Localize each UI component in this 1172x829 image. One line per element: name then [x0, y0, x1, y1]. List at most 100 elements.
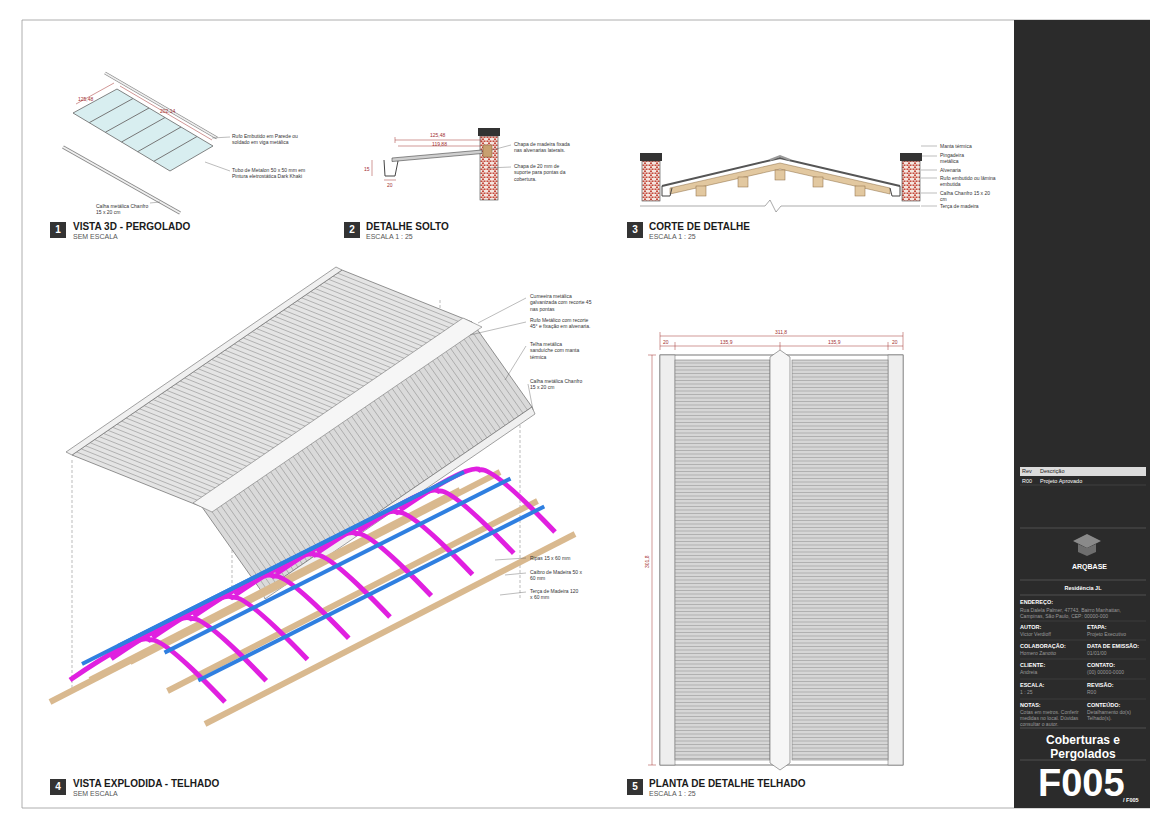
- roof-rib: [243, 479, 303, 564]
- field-value: 01/01/00: [1087, 650, 1145, 656]
- plan-rib: [675, 485, 770, 486]
- roof-rib: [292, 445, 352, 530]
- plan-rib: [792, 405, 888, 406]
- plan-rib: [675, 415, 770, 416]
- plan-rib: [675, 748, 770, 749]
- plan-rib: [675, 646, 770, 647]
- view-title: CORTE DE DETALHE: [649, 221, 750, 232]
- revision-cell: Projeto Aprovado: [1040, 478, 1082, 484]
- roof-rib: [252, 473, 312, 558]
- ripa-purlin: [118, 472, 464, 646]
- plan-rib: [792, 412, 888, 413]
- plan-rib: [792, 408, 888, 409]
- plan-rib: [675, 517, 770, 518]
- plan-rib: [675, 562, 770, 563]
- plan-rib: [792, 643, 888, 644]
- plan-rib: [675, 461, 770, 462]
- roof-rib: [234, 485, 294, 570]
- plan-rib: [675, 643, 770, 644]
- plan-rib: [792, 503, 888, 504]
- caibro-rafter: [70, 639, 225, 702]
- view-title: VISTA EXPLODIDA - TELHADO: [73, 778, 219, 789]
- dimension-text: 20: [387, 182, 393, 188]
- plan-rib: [675, 552, 770, 553]
- roof-rib: [77, 452, 207, 504]
- field-value: Projeto Executivo: [1087, 631, 1145, 637]
- plan-rib: [792, 566, 888, 567]
- view-number: 3: [627, 222, 643, 238]
- roof-rib: [329, 279, 459, 331]
- field-label: COLABORAÇÃO:: [1020, 643, 1066, 649]
- roof-rib: [441, 344, 501, 429]
- plan-rib: [675, 380, 770, 381]
- plan-rib: [792, 373, 888, 374]
- roof-rib: [221, 353, 351, 405]
- roof-rib: [279, 313, 409, 365]
- roof-rib: [463, 328, 523, 413]
- field-label: CLIENTE:: [1020, 662, 1045, 668]
- plan-rib: [675, 436, 770, 437]
- view-scale: SEM ESCALA: [73, 233, 118, 240]
- plan-rib: [792, 555, 888, 556]
- callout-note: Caibro de Madeira 50 x 60 mm: [530, 569, 582, 582]
- plan-rib: [792, 618, 888, 619]
- logo-text: ARQBASE: [1072, 563, 1107, 570]
- plan-rib: [675, 678, 770, 679]
- plan-rib: [675, 681, 770, 682]
- roof-rib: [225, 350, 355, 402]
- plan-rib: [792, 720, 888, 721]
- plan-rib: [675, 566, 770, 567]
- dimension-text: 20: [892, 339, 898, 345]
- callout-note: Terça de Madeira 120 x 60 mm: [530, 588, 582, 601]
- roof-rib: [306, 295, 436, 347]
- roof-rib: [373, 390, 433, 475]
- plan-rib: [792, 611, 888, 612]
- field-value: (00) 00000-0000: [1087, 669, 1145, 675]
- plan-rib: [675, 443, 770, 444]
- plan-rib: [792, 394, 888, 395]
- plan-rib: [792, 695, 888, 696]
- plan-rib: [792, 461, 888, 462]
- callout-note: Tubo de Metalon 50 x 50 mm em Pintura el…: [232, 167, 316, 180]
- terca-beam: [205, 534, 575, 724]
- roof-rib: [176, 384, 306, 436]
- plan-rib: [675, 534, 770, 535]
- plan-rib: [792, 734, 888, 735]
- roof-rib: [225, 492, 285, 577]
- plan-rib: [792, 534, 888, 535]
- field-value: Detalhamento do(s) Telhado(s).: [1087, 709, 1145, 721]
- plan-rib: [675, 464, 770, 465]
- roof-rib: [414, 362, 474, 447]
- plan-rib: [792, 587, 888, 588]
- plan-rib: [675, 716, 770, 717]
- plan-rib: [675, 520, 770, 521]
- roof-rib: [297, 442, 357, 527]
- plan-rib: [792, 629, 888, 630]
- plan-rib: [675, 629, 770, 630]
- plan-rib: [792, 737, 888, 738]
- roof-rib: [113, 427, 243, 479]
- plan-rib: [792, 562, 888, 563]
- field-label: ESCALA:: [1020, 682, 1044, 688]
- plan-rib: [675, 548, 770, 549]
- roof-rib: [378, 387, 438, 472]
- plan-rib: [792, 573, 888, 574]
- field-label: AUTOR:: [1020, 624, 1041, 630]
- plan-rib: [675, 408, 770, 409]
- field-value: Rua Dalela Palmer, 47743, Bairro Manhatt…: [1020, 607, 1142, 619]
- plan-rib: [675, 608, 770, 609]
- plan-rib: [675, 492, 770, 493]
- plan-rib: [675, 580, 770, 581]
- dimension-text: 125,48: [430, 132, 445, 138]
- plan-rib: [675, 604, 770, 605]
- roof-rib: [450, 337, 510, 422]
- roof-rib: [185, 378, 315, 430]
- plan-rib: [675, 482, 770, 483]
- plan-rib: [792, 702, 888, 703]
- plan-rib: [792, 520, 888, 521]
- plan-rib: [675, 457, 770, 458]
- roof-rib: [158, 396, 288, 448]
- roof-rib: [454, 334, 514, 419]
- roof-rib: [459, 331, 519, 416]
